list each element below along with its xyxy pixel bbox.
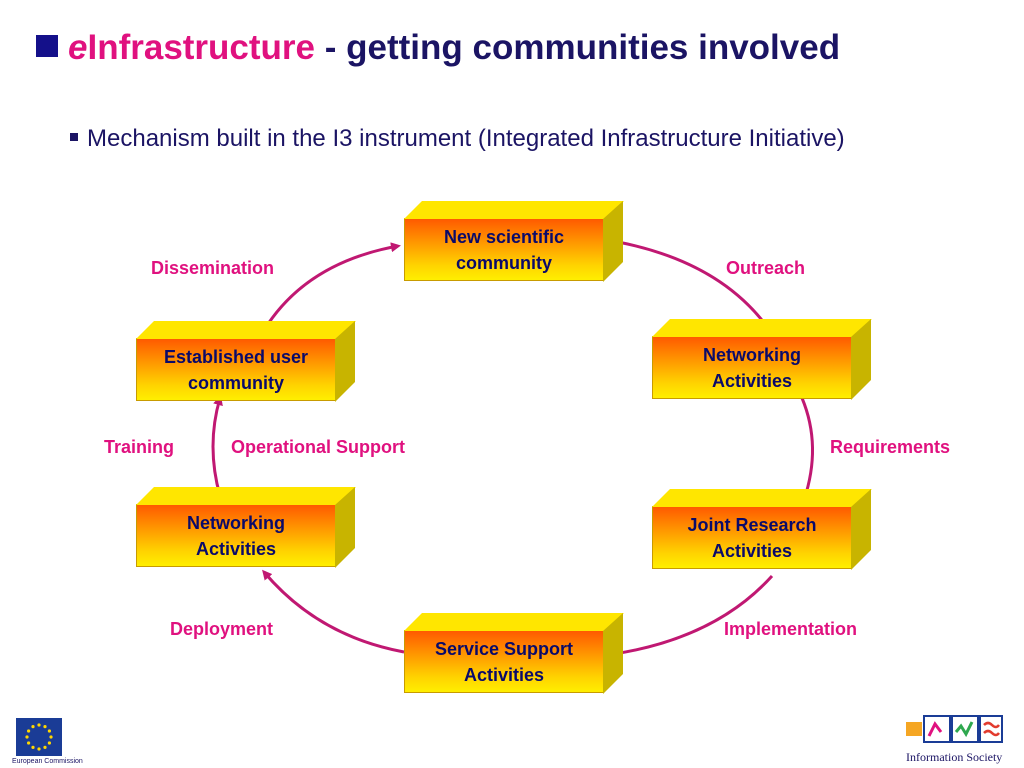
label-outreach: Outreach xyxy=(726,258,806,278)
european-commission-text: European Commission xyxy=(12,758,83,765)
information-society-logo: Information Society xyxy=(904,712,1012,766)
european-commission-logo: European Commission xyxy=(10,718,83,768)
arrow-requirements xyxy=(800,397,815,503)
label-operational-support: Operational Support xyxy=(231,437,406,457)
bullet-text: Mechanism built in the I3 instrument (In… xyxy=(87,125,845,152)
box-networking-activities-right: Networking Activities xyxy=(652,319,872,400)
title-bullet-square xyxy=(36,35,58,57)
box-label: Networking Activities xyxy=(186,512,285,559)
box-service-support-activities: Service Support Activities xyxy=(404,613,624,694)
arrow-deployment xyxy=(262,569,405,654)
box-networking-activities-left: Networking Activities xyxy=(136,487,356,568)
box-label: Service Support Activities xyxy=(434,638,574,685)
arrow-dissemination xyxy=(266,242,401,325)
bullet-point: Mechanism built in the I3 instrument (In… xyxy=(70,124,845,154)
label-deployment: Deployment xyxy=(170,619,274,639)
eu-flag-icon xyxy=(16,718,62,756)
label-training: Training xyxy=(104,437,175,457)
title-infrastructure: Infrastructure xyxy=(87,28,316,67)
arrow-implementation xyxy=(611,574,774,658)
label-requirements: Requirements xyxy=(830,437,951,457)
label-dissemination: Dissemination xyxy=(151,258,275,278)
box-label: Joint Research Activities xyxy=(687,514,817,561)
label-implementation: Implementation xyxy=(724,619,858,639)
box-label: Established user community xyxy=(163,346,309,393)
arrow-outreach xyxy=(617,240,770,331)
slide-title: eInfrastructure - getting communities in… xyxy=(36,28,840,68)
box-new-scientific-community: New scientific community xyxy=(404,201,624,282)
box-joint-research-activities: Joint Research Activities xyxy=(652,489,872,570)
bullet-square-icon xyxy=(70,133,78,141)
box-label: Networking Activities xyxy=(702,344,801,391)
arrow-training xyxy=(211,395,223,497)
title-rest: - getting communities involved xyxy=(315,28,841,67)
information-society-emblem-icon xyxy=(906,715,1003,743)
information-society-text: Information Society xyxy=(906,750,1003,764)
box-label: New scientific community xyxy=(443,226,565,273)
title-e: e xyxy=(68,28,88,67)
box-established-user-community: Established user community xyxy=(136,321,356,402)
